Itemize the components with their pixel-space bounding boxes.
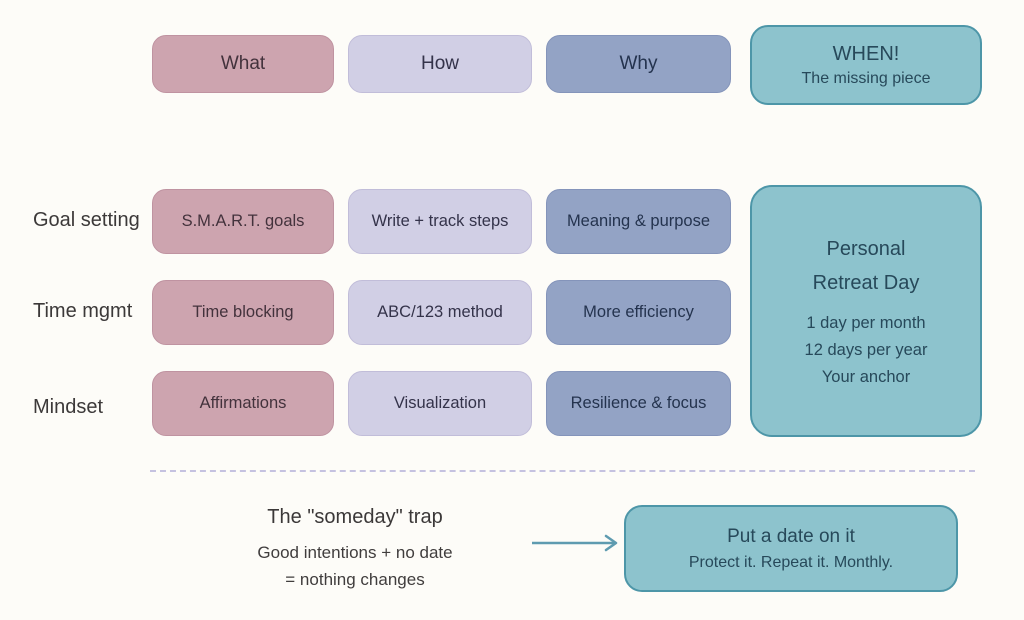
someday-trap-title: The "someday" trap	[267, 506, 443, 528]
cell-mindset-why: Resilience & focus	[546, 371, 731, 436]
column-header-why: Why	[546, 35, 731, 93]
retreat-title-line2: Retreat Day	[812, 271, 920, 294]
cell-mindset-how: Visualization	[348, 371, 532, 436]
someday-trap-line1: Good intentions + no date	[257, 543, 453, 562]
someday-trap-block: The "someday" trap Good intentions + no …	[180, 506, 530, 593]
retreat-title-line1: Personal	[826, 237, 906, 260]
column-header-when-title: WHEN!	[832, 42, 900, 65]
personal-retreat-day-box: Personal Retreat Day 1 day per month 12 …	[750, 185, 982, 437]
row-label-time-mgmt: Time mgmt	[33, 300, 133, 322]
cell-time-mgmt-what: Time blocking	[152, 280, 334, 345]
row-label-mindset: Mindset	[33, 396, 104, 418]
cell-mindset-why-label: Resilience & focus	[570, 394, 707, 412]
cell-time-mgmt-how: ABC/123 method	[348, 280, 532, 345]
cell-goal-setting-why: Meaning & purpose	[546, 189, 731, 254]
column-header-how-label: How	[420, 53, 459, 74]
column-header-why-label: Why	[619, 53, 658, 74]
right-arrow-icon	[532, 534, 618, 552]
retreat-detail-1: 1 day per month	[806, 313, 926, 332]
row-label-goal-setting: Goal setting	[33, 209, 140, 231]
cell-goal-setting-what: S.M.A.R.T. goals	[152, 189, 334, 254]
cell-mindset-what-label: Affirmations	[199, 394, 287, 412]
put-a-date-title: Put a date on it	[727, 525, 855, 547]
dashed-divider	[150, 470, 975, 472]
cell-time-mgmt-why: More efficiency	[546, 280, 731, 345]
column-header-what-label: What	[220, 53, 266, 74]
retreat-detail-3: Your anchor	[821, 367, 911, 386]
cell-goal-setting-how-label: Write + track steps	[371, 212, 509, 230]
put-a-date-box: Put a date on it Protect it. Repeat it. …	[624, 505, 958, 592]
cell-goal-setting-how: Write + track steps	[348, 189, 532, 254]
cell-goal-setting-why-label: Meaning & purpose	[566, 212, 711, 230]
cell-time-mgmt-how-label: ABC/123 method	[377, 303, 503, 321]
retreat-detail-2: 12 days per year	[804, 340, 928, 359]
cell-time-mgmt-why-label: More efficiency	[583, 303, 694, 321]
cell-time-mgmt-what-label: Time blocking	[192, 303, 294, 321]
cell-goal-setting-what-label: S.M.A.R.T. goals	[181, 212, 305, 230]
put-a-date-subtitle: Protect it. Repeat it. Monthly.	[688, 553, 894, 571]
column-header-what: What	[152, 35, 334, 93]
column-header-when-subtitle: The missing piece	[801, 69, 931, 87]
someday-trap-line2: = nothing changes	[285, 570, 425, 589]
cell-mindset-what: Affirmations	[152, 371, 334, 436]
cell-mindset-how-label: Visualization	[393, 394, 487, 412]
column-header-when: WHEN! The missing piece	[750, 25, 982, 105]
retreat-details: 1 day per month 12 days per year Your an…	[805, 310, 928, 391]
column-header-how: How	[348, 35, 532, 93]
